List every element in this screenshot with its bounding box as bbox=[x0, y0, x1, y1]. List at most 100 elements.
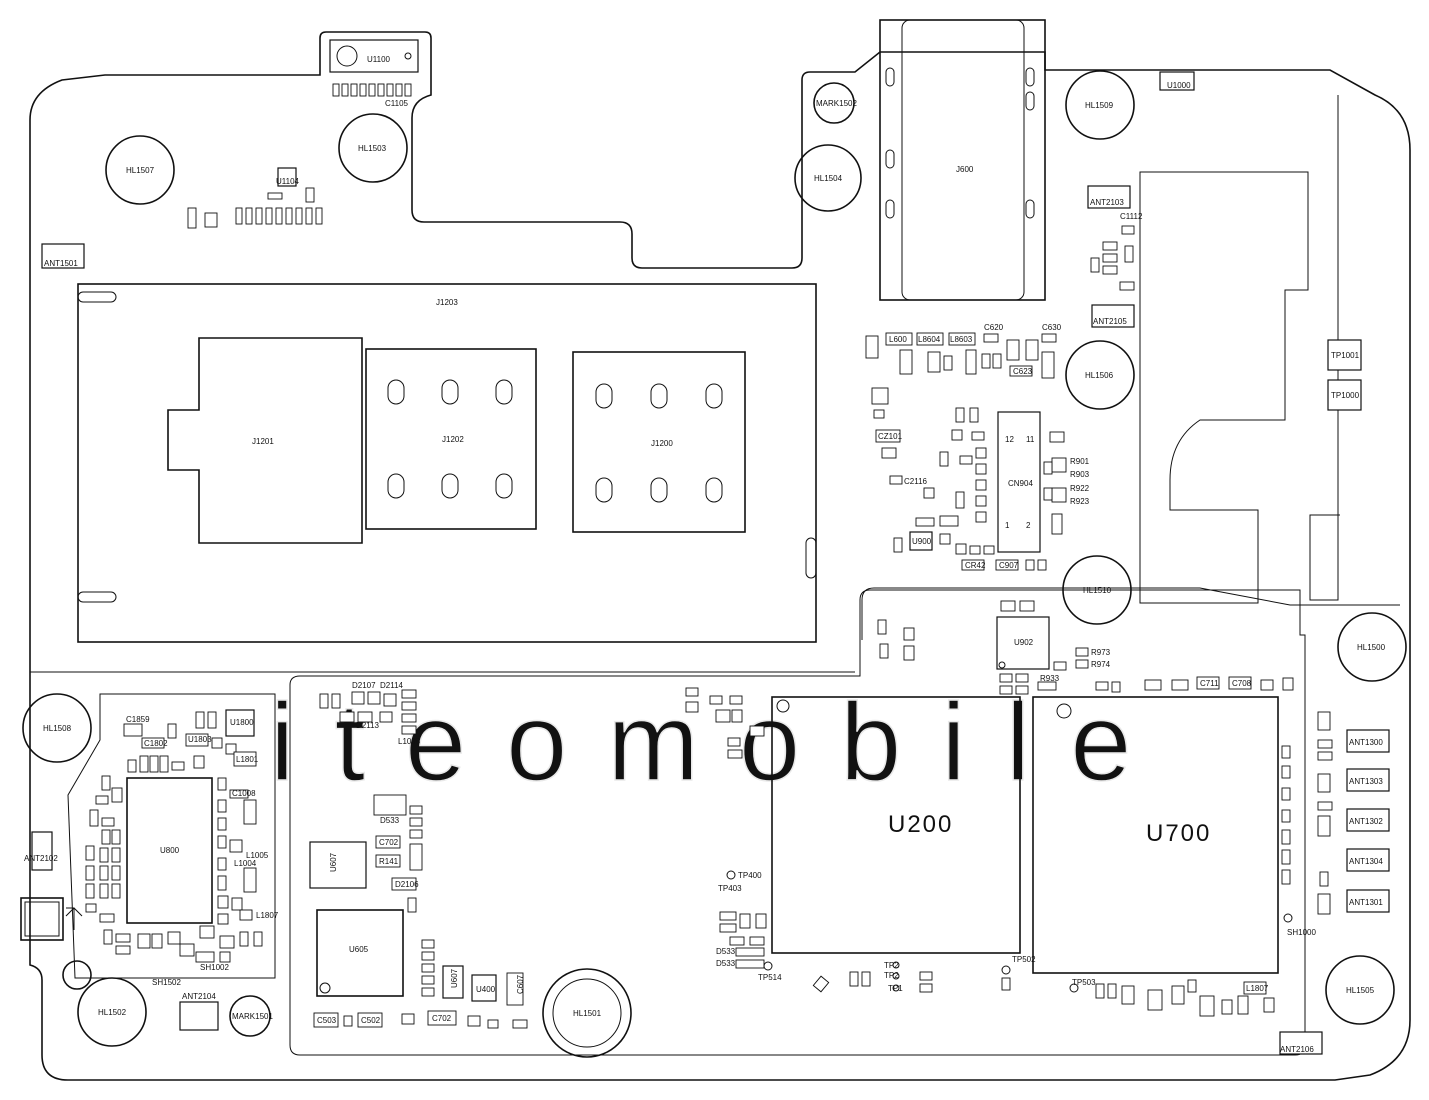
hole-hl1507: HL1507 bbox=[105, 135, 175, 205]
hole-mark1501: MARK1501 bbox=[229, 995, 273, 1037]
svg-text:D533: D533 bbox=[716, 947, 736, 956]
svg-text:D2113: D2113 bbox=[356, 721, 380, 730]
u1100-label: U1100 bbox=[367, 55, 391, 64]
svg-text:L8603: L8603 bbox=[950, 335, 973, 344]
antenna-ant2105: ANT2105 bbox=[1091, 304, 1135, 328]
hole-hl1502: HL1502 bbox=[77, 977, 147, 1047]
svg-text:R901: R901 bbox=[1070, 457, 1090, 466]
svg-text:D2107: D2107 bbox=[352, 681, 376, 690]
u800-region bbox=[67, 693, 276, 979]
svg-text:C1802: C1802 bbox=[144, 739, 168, 748]
svg-text:C1008: C1008 bbox=[232, 789, 256, 798]
svg-text:U1000: U1000 bbox=[1167, 81, 1191, 90]
chip-u605: U605 bbox=[316, 909, 404, 997]
chip-u700: U700 bbox=[1032, 696, 1279, 974]
bottom-region bbox=[289, 589, 1306, 1056]
svg-text:C1859: C1859 bbox=[126, 715, 150, 724]
component-group-u200-left: D533 D533 TP400 TP403 TP514 TP502 TP503 … bbox=[685, 687, 1316, 993]
svg-text:U900: U900 bbox=[912, 537, 932, 546]
hole-mark1502: MARK1502 bbox=[813, 82, 857, 124]
small-hole-left bbox=[62, 960, 92, 990]
svg-text:HL1506: HL1506 bbox=[1085, 371, 1114, 380]
svg-text:TP502: TP502 bbox=[1012, 955, 1036, 964]
sh1502-label: SH1502 bbox=[152, 978, 181, 987]
svg-text:J600: J600 bbox=[956, 165, 974, 174]
hole-hl1505: HL1505 bbox=[1325, 955, 1395, 1025]
hole-hl1509: HL1509 bbox=[1065, 70, 1135, 140]
hole-hl1510: HL1510 bbox=[1062, 555, 1132, 625]
svg-text:ANT1301: ANT1301 bbox=[1349, 898, 1383, 907]
component-group-u800: C1859 C1802 U1803 L1801 C1008 L1005 L100… bbox=[85, 711, 279, 972]
hole-hl1508: HL1508 bbox=[22, 693, 92, 763]
svg-text:J1200: J1200 bbox=[651, 439, 673, 448]
svg-text:R923: R923 bbox=[1070, 497, 1090, 506]
svg-text:HL1501: HL1501 bbox=[573, 1009, 602, 1018]
svg-text:L1005: L1005 bbox=[246, 851, 269, 860]
hole-hl1506: HL1506 bbox=[1065, 340, 1135, 410]
svg-text:ANT1304: ANT1304 bbox=[1349, 857, 1383, 866]
svg-text:C702: C702 bbox=[379, 838, 399, 847]
svg-text:MARK1502: MARK1502 bbox=[816, 99, 857, 108]
svg-text:L1807: L1807 bbox=[1246, 984, 1269, 993]
c1105-label: C1105 bbox=[385, 99, 409, 108]
connector-j1202: J1202 bbox=[365, 348, 537, 530]
svg-text:HL1505: HL1505 bbox=[1346, 986, 1375, 995]
svg-text:HL1500: HL1500 bbox=[1357, 643, 1386, 652]
svg-text:HL1510: HL1510 bbox=[1083, 586, 1112, 595]
svg-text:C711: C711 bbox=[1200, 679, 1219, 688]
svg-text:C620: C620 bbox=[984, 323, 1004, 332]
svg-text:1: 1 bbox=[1005, 521, 1010, 530]
svg-text:TP503: TP503 bbox=[1072, 978, 1096, 987]
svg-text:CR42: CR42 bbox=[965, 561, 986, 570]
svg-text:D533: D533 bbox=[380, 816, 400, 825]
hole-hl1500: HL1500 bbox=[1337, 612, 1407, 682]
pad-group-ant2103 bbox=[1090, 225, 1135, 291]
svg-text:L1005: L1005 bbox=[398, 737, 421, 746]
svg-text:11: 11 bbox=[1026, 435, 1035, 444]
chip-u607: U607 bbox=[309, 841, 367, 889]
svg-text:C623: C623 bbox=[1013, 367, 1033, 376]
svg-text:U607: U607 bbox=[329, 852, 338, 872]
svg-text:ANT1501: ANT1501 bbox=[44, 259, 78, 268]
component-group-u902: R973 R974 R933 C711 C708 bbox=[877, 600, 1294, 695]
svg-text:J1201: J1201 bbox=[252, 437, 274, 446]
component-group-d2106: D2107 D2114 D2113 L1005 D533 C702 R141 D… bbox=[319, 681, 423, 913]
svg-text:R973: R973 bbox=[1091, 648, 1111, 657]
c1112-label: C1112 bbox=[1120, 212, 1143, 221]
u1100-pin bbox=[404, 52, 412, 60]
svg-text:U800: U800 bbox=[160, 846, 180, 855]
svg-text:ANT2105: ANT2105 bbox=[1093, 317, 1127, 326]
svg-text:CZ101: CZ101 bbox=[878, 432, 903, 441]
svg-text:U700: U700 bbox=[1146, 820, 1211, 847]
antenna-ant1304: ANT1304 bbox=[1346, 848, 1390, 872]
antenna-ant2103: ANT2103 bbox=[1087, 185, 1131, 209]
antenna-ant2106: ANT2106 bbox=[1279, 1031, 1323, 1055]
svg-text:TP514: TP514 bbox=[758, 973, 782, 982]
hole-hl1503: HL1503 bbox=[338, 113, 408, 183]
svg-text:HL1503: HL1503 bbox=[358, 144, 387, 153]
u1100-module bbox=[329, 39, 419, 73]
svg-text:SH1002: SH1002 bbox=[200, 963, 229, 972]
svg-text:2: 2 bbox=[1026, 521, 1031, 530]
svg-text:R974: R974 bbox=[1091, 660, 1111, 669]
svg-text:U1800: U1800 bbox=[230, 718, 254, 727]
svg-text:CN904: CN904 bbox=[1008, 479, 1033, 488]
svg-text:C630: C630 bbox=[1042, 323, 1062, 332]
svg-text:C502: C502 bbox=[361, 1016, 381, 1025]
svg-text:HL1509: HL1509 bbox=[1085, 101, 1114, 110]
svg-text:D533: D533 bbox=[716, 959, 736, 968]
svg-text:HL1502: HL1502 bbox=[98, 1008, 127, 1017]
u1100-hole bbox=[336, 45, 358, 67]
svg-text:HL1507: HL1507 bbox=[126, 166, 155, 175]
component-group-u605: U607 U400 C607 C503 C502 C702 bbox=[313, 939, 528, 1029]
antenna-ant2104: ANT2104 bbox=[179, 992, 219, 1031]
antenna-ant1501: ANT1501 bbox=[41, 243, 85, 269]
connector-j600: J600 bbox=[879, 19, 1046, 301]
chip-u1104: U1104 bbox=[276, 167, 300, 187]
chip-u800: U800 bbox=[126, 777, 213, 924]
chip-u902: U902 bbox=[996, 616, 1050, 670]
component-group-cn904: CZ101 C2116 U900 CR42 C907 R901 R903 R92… bbox=[871, 387, 1090, 571]
antenna-ant1302: ANT1302 bbox=[1346, 808, 1390, 832]
svg-text:TP2: TP2 bbox=[884, 971, 899, 980]
